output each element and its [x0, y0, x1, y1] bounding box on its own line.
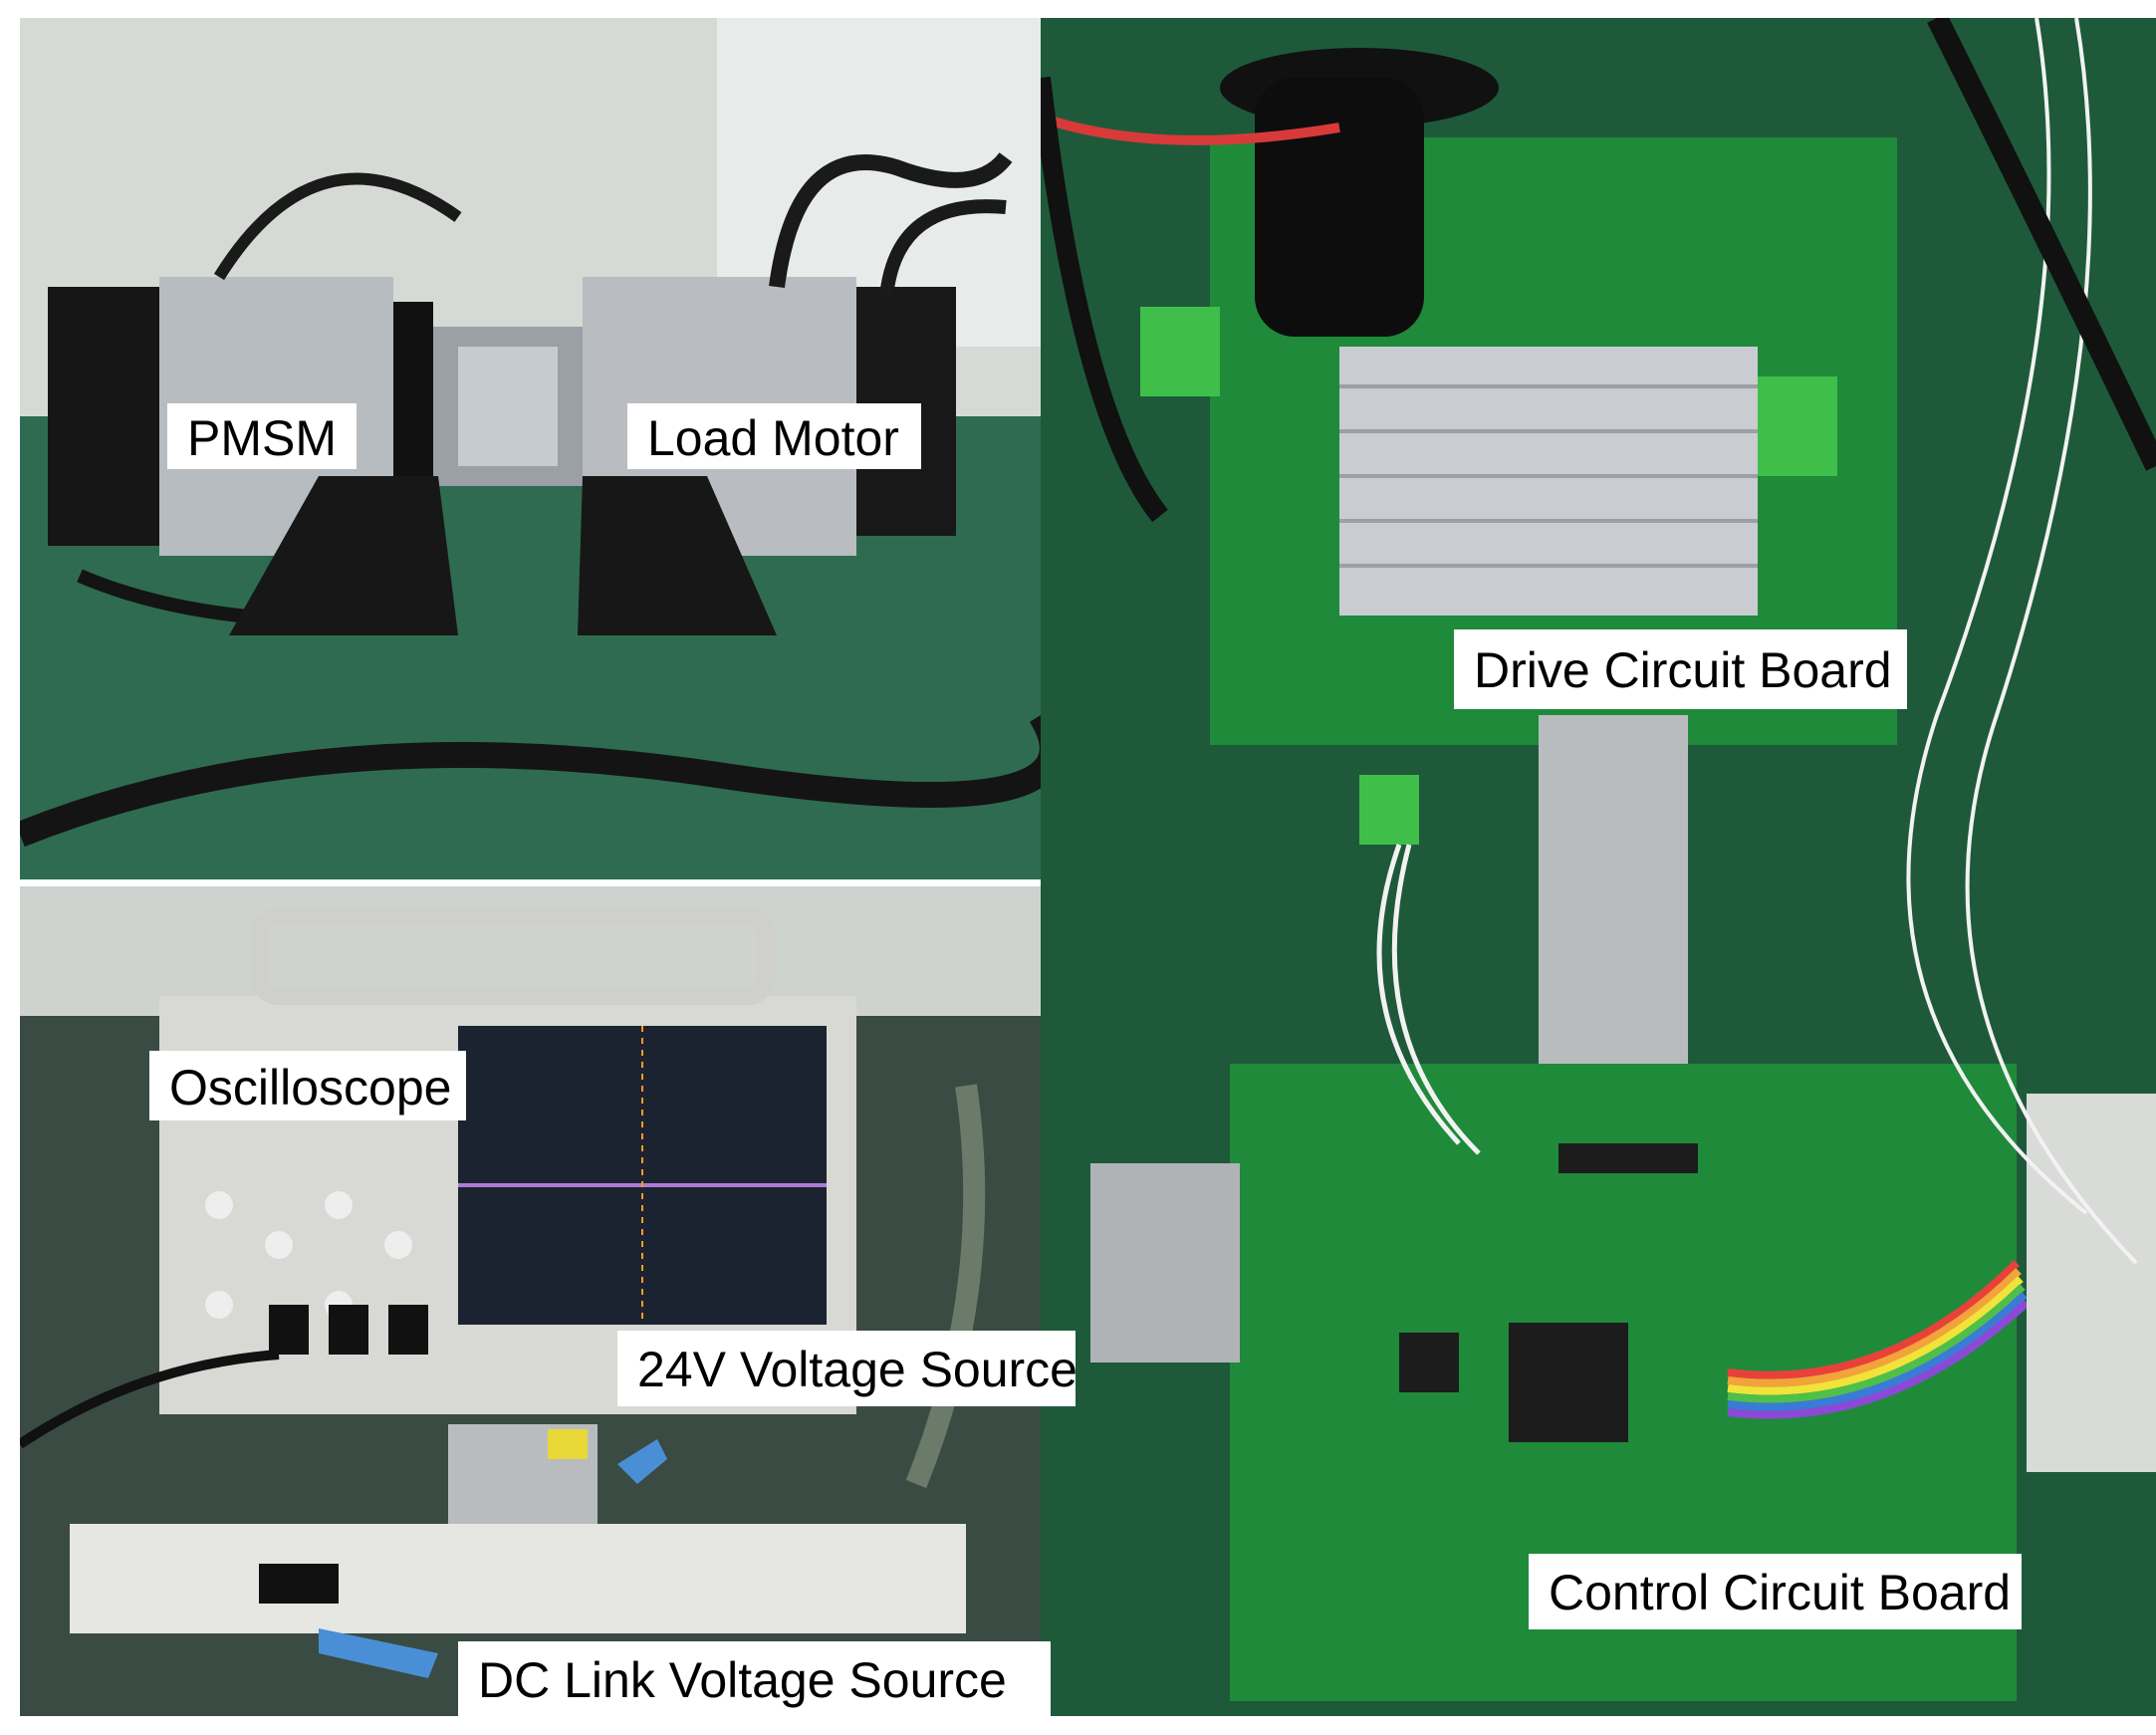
dc-link-voltage-source-label: DC Link Voltage Source [458, 1641, 1051, 1717]
arrow-icon [319, 1628, 438, 1678]
circuit-boards-photo [1041, 18, 2156, 1716]
oscilloscope-scene [20, 886, 1041, 1716]
oscilloscope-label: Oscilloscope [149, 1051, 466, 1120]
drive-circuit-board-label: Drive Circuit Board [1454, 629, 1907, 709]
load-motor-label: Load Motor [627, 403, 921, 469]
boards-scene [1041, 18, 2156, 1716]
voltage-source-24v-label: 24V Voltage Source [617, 1331, 1078, 1406]
motor-scene [20, 18, 1041, 879]
arrow-icon [617, 1439, 667, 1484]
pmsm-label: PMSM [167, 403, 357, 469]
oscilloscope-photo [20, 886, 1041, 1716]
control-circuit-board-label: Control Circuit Board [1529, 1554, 2022, 1629]
